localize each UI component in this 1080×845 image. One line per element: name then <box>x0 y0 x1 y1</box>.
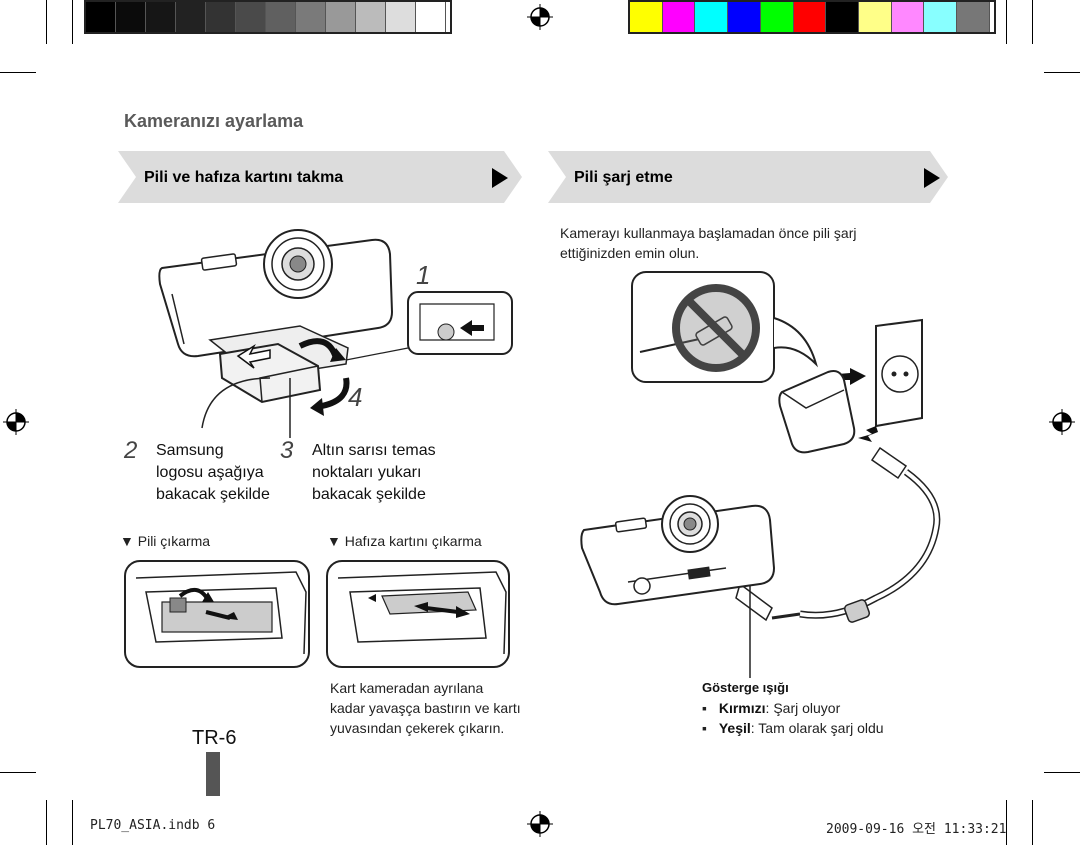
indicator-key: Yeşil <box>718 720 751 736</box>
card-removal-illustration <box>326 560 510 668</box>
step-number-2: 2 <box>124 437 138 464</box>
crop-mark <box>46 0 47 44</box>
crop-mark <box>0 772 36 773</box>
bullet: ▪ <box>702 720 707 736</box>
charge-intro-line-2: ettiğinizden emin olun. <box>560 245 700 261</box>
section-title: Kameranızı ayarlama <box>124 111 304 131</box>
crop-mark <box>72 800 73 845</box>
crop-mark <box>46 800 47 845</box>
registration-mark-icon <box>527 811 553 837</box>
color-swatch <box>728 2 761 32</box>
step-3-line-1: Altın sarısı temas <box>312 442 436 459</box>
step-2-line-2: logosu aşağıya <box>156 464 264 481</box>
color-swatch <box>793 2 827 32</box>
color-swatch <box>416 2 446 32</box>
color-swatch <box>662 2 696 32</box>
left-section-banner <box>118 151 522 203</box>
color-swatch <box>826 2 860 32</box>
color-swatch <box>176 2 206 32</box>
page-tab-marker <box>206 752 220 796</box>
indicator-item-red: ▪ Kırmızı: Şarj oluyor <box>702 700 840 716</box>
crop-mark <box>1032 0 1033 44</box>
footer-file-info: PL70_ASIA.indb 6 <box>90 818 216 833</box>
right-banner-label: Pili şarj etme <box>574 169 673 186</box>
color-swatch <box>86 2 116 32</box>
color-swatch <box>891 2 925 32</box>
card-note-line-2: kadar yavaşça bastırın ve kartı <box>330 700 521 716</box>
color-swatch <box>695 2 729 32</box>
color-swatch <box>116 2 146 32</box>
color-swatch <box>236 2 266 32</box>
color-swatch <box>859 2 892 32</box>
registration-mark-icon <box>527 4 553 30</box>
crop-mark <box>1044 772 1080 773</box>
step-2-line-1: Samsung <box>156 442 224 459</box>
charging-illustration <box>580 271 941 678</box>
remove-battery-heading: ▼ Pili çıkarma <box>120 533 211 549</box>
crop-mark <box>1032 800 1033 845</box>
color-swatch <box>326 2 356 32</box>
cmyk-color-bar <box>628 0 996 34</box>
color-swatch <box>296 2 326 32</box>
step-number-3: 3 <box>280 437 294 464</box>
charge-intro-line-1: Kamerayı kullanmaya başlamadan önce pili… <box>560 225 857 241</box>
color-swatch <box>924 2 958 32</box>
card-note-line-3: yuvasından çekerek çıkarın. <box>330 720 505 736</box>
right-section-banner <box>548 151 948 203</box>
crop-mark <box>1006 800 1007 845</box>
page-number: TR-6 <box>192 727 237 749</box>
registration-mark-icon <box>3 409 29 435</box>
indicator-title: Gösterge ışığı <box>702 680 789 695</box>
color-swatch <box>630 2 663 32</box>
registration-mark-icon <box>1049 409 1075 435</box>
callout-number-1: 1 <box>416 260 431 290</box>
crop-mark <box>1006 0 1007 44</box>
callout-number-4: 4 <box>348 382 363 412</box>
step-3-line-3: bakacak şekilde <box>312 486 426 503</box>
footer-timestamp: 2009-09-16 오전 11:33:21 <box>826 822 1007 837</box>
color-swatch <box>957 2 990 32</box>
card-note-line-1: Kart kameradan ayrılana <box>330 680 484 696</box>
battery-insertion-illustration <box>158 229 513 438</box>
indicator-key: Kırmızı <box>718 700 766 716</box>
indicator-value: : Şarj oluyor <box>765 700 841 716</box>
indicator-value: : Tam olarak şarj oldu <box>750 720 884 736</box>
bullet: ▪ <box>702 700 707 716</box>
crop-mark <box>1044 72 1080 73</box>
color-swatch <box>356 2 386 32</box>
left-banner-label: Pili ve hafıza kartını takma <box>144 169 344 186</box>
color-swatch <box>206 2 236 32</box>
grayscale-color-bar <box>84 0 452 34</box>
remove-card-heading: ▼ Hafıza kartını çıkarma <box>327 533 482 549</box>
battery-removal-illustration <box>124 560 310 668</box>
color-swatch <box>386 2 416 32</box>
indicator-item-green: ▪ Yeşil: Tam olarak şarj oldu <box>702 720 884 736</box>
color-swatch <box>146 2 176 32</box>
color-swatch <box>760 2 794 32</box>
color-swatch <box>266 2 296 32</box>
crop-mark <box>0 72 36 73</box>
step-2-line-3: bakacak şekilde <box>156 486 270 503</box>
crop-mark <box>72 0 73 44</box>
step-3-line-2: noktaları yukarı <box>312 464 422 481</box>
